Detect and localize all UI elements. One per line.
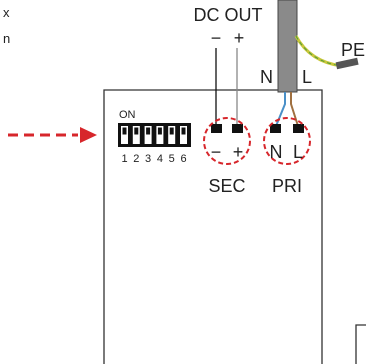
dip-number-6: 6 — [180, 153, 186, 165]
corner-text-2: n — [3, 31, 10, 46]
sec-plus-terminal — [232, 124, 243, 133]
dip-toggle-1 — [122, 127, 127, 135]
pe-label: PE — [341, 40, 365, 60]
device-body — [103, 89, 323, 364]
dip-slot-1 — [121, 126, 128, 144]
cable-l-label: L — [302, 67, 312, 87]
pe-wire — [294, 35, 343, 68]
pri-n-label: N — [270, 142, 283, 162]
dip-number-4: 4 — [157, 153, 163, 165]
dip-number-3: 3 — [145, 153, 151, 165]
dc-out-label: DC OUT — [194, 5, 263, 25]
dip-toggle-5 — [169, 127, 174, 135]
dc-out-minus: − — [211, 28, 222, 48]
dip-slot-5 — [168, 126, 176, 144]
dip-slot-3 — [144, 126, 152, 144]
corner-text-1: x — [3, 5, 10, 20]
sec-minus-label: − — [211, 142, 222, 162]
sec-minus-terminal — [211, 124, 222, 133]
sec-dashed-circle — [203, 117, 251, 165]
dip-slot-2 — [132, 126, 140, 144]
mains-cable — [277, 0, 298, 93]
cable-n-label: N — [260, 67, 273, 87]
dip-on-label: ON — [119, 109, 136, 121]
pe-wire-stripe — [295, 35, 343, 67]
dip-toggle-2 — [134, 127, 139, 135]
pri-dashed-circle — [263, 117, 311, 165]
dip-switch-body — [118, 123, 191, 147]
red-arrow-head — [80, 127, 97, 143]
dip-toggle-3 — [146, 127, 151, 135]
pe-wire-end — [335, 57, 359, 70]
dip-switch — [118, 123, 191, 147]
dip-slot-4 — [156, 126, 164, 144]
dc-out-plus: + — [234, 28, 245, 48]
dip-number-2: 2 — [133, 153, 139, 165]
side-bracket — [355, 324, 366, 364]
pri-l-terminal — [293, 124, 304, 133]
pri-label: PRI — [272, 176, 302, 196]
pri-n-terminal — [270, 124, 281, 133]
dip-toggle-4 — [157, 127, 162, 135]
sec-label: SEC — [208, 176, 245, 196]
dip-number-5: 5 — [169, 153, 175, 165]
sec-plus-label: + — [233, 142, 244, 162]
pri-l-label: L — [293, 142, 303, 162]
dip-toggle-6 — [181, 127, 186, 135]
pri-l-wire — [290, 92, 299, 127]
dip-number-1: 1 — [121, 153, 127, 165]
dip-slot-6 — [180, 126, 187, 144]
